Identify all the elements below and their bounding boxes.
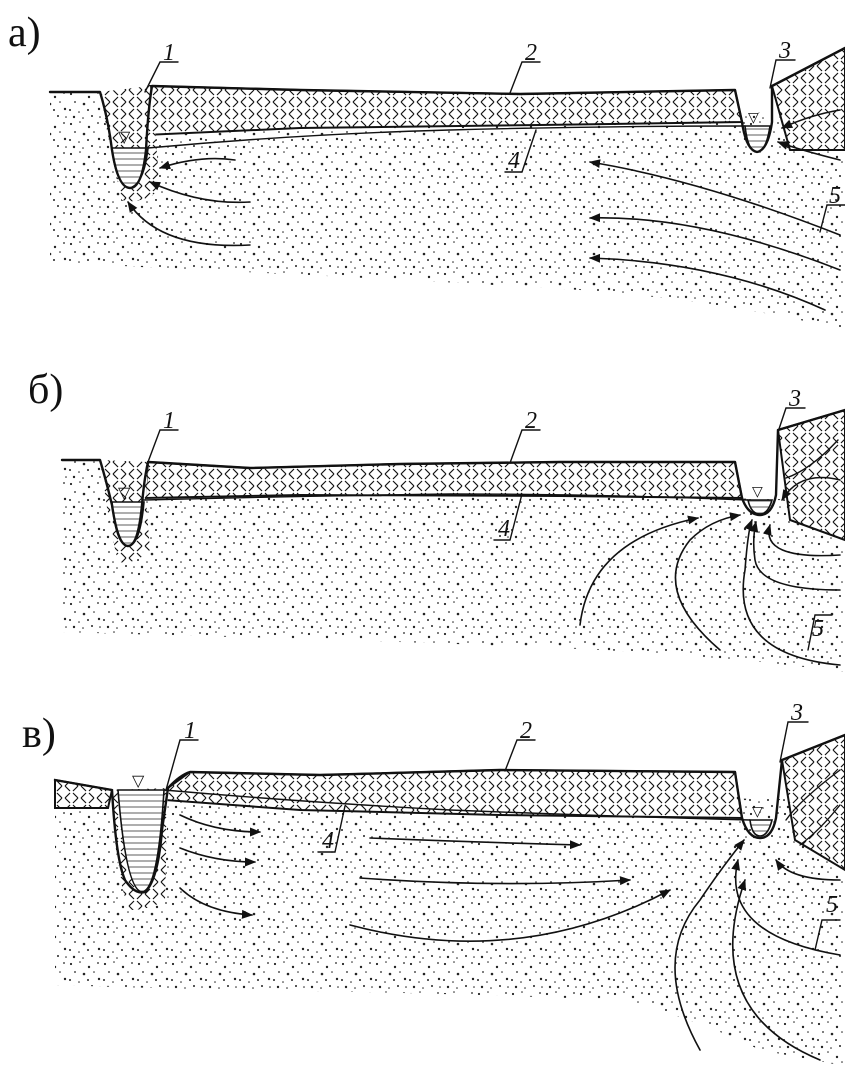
water-level-icon: ▽ <box>118 129 131 146</box>
leader-line <box>510 430 540 463</box>
label-1: 1 <box>184 718 196 744</box>
label-2: 2 <box>520 718 532 744</box>
label-1: 1 <box>163 408 175 434</box>
label-5: 5 <box>826 892 838 918</box>
panel-b: б) ▽ ▽ 1 2 3 4 5 <box>28 367 845 672</box>
panel-c: в) ▽ ▽ 1 2 3 4 5 <box>22 700 845 1066</box>
label-1: 1 <box>163 40 175 66</box>
water-level-icon: ▽ <box>752 805 763 820</box>
label-3: 3 <box>790 700 803 726</box>
label-4: 4 <box>508 148 520 174</box>
label-4: 4 <box>322 828 334 854</box>
label-2: 2 <box>525 40 537 66</box>
label-4: 4 <box>498 516 510 542</box>
water-level-icon: ▽ <box>748 111 759 126</box>
label-5: 5 <box>812 616 824 642</box>
panel-letter-a: а) <box>8 10 41 56</box>
panel-letter-b: б) <box>28 367 63 413</box>
label-3: 3 <box>788 386 801 412</box>
label-5: 5 <box>829 183 841 209</box>
leader-line <box>505 740 535 771</box>
sand-layer <box>55 780 845 1066</box>
water-level-icon: ▽ <box>118 485 131 502</box>
label-3: 3 <box>778 38 791 64</box>
panel-letter-c: в) <box>22 711 56 757</box>
leader-line <box>510 62 540 93</box>
leader-line <box>148 430 178 462</box>
label-2: 2 <box>525 408 537 434</box>
panel-a: а) ▽ ▽ 1 2 3 4 5 <box>8 10 845 330</box>
water-level-icon: ▽ <box>132 773 145 790</box>
water-level-icon: ▽ <box>752 485 763 500</box>
